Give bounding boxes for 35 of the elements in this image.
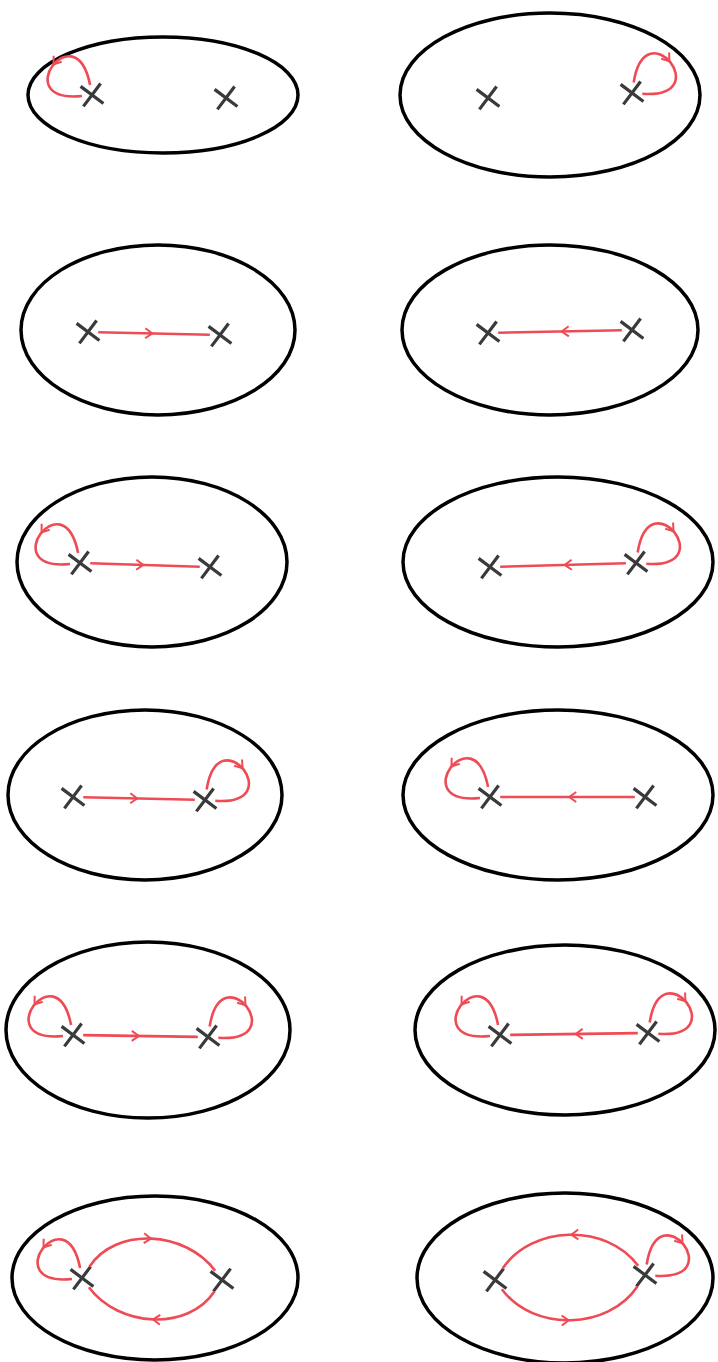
cross-mark <box>477 784 503 810</box>
ellipse <box>400 243 700 417</box>
cross-mark <box>213 85 239 111</box>
ellipse <box>401 708 715 882</box>
ellipse <box>4 940 292 1120</box>
cross-mark <box>197 554 223 580</box>
ellipse <box>19 243 297 417</box>
cross-mark <box>207 321 233 348</box>
cross-mark <box>69 1265 95 1291</box>
cross-mark <box>632 784 658 810</box>
ellipse <box>26 35 300 155</box>
cross-mark <box>60 1022 86 1048</box>
cross-mark <box>67 550 93 576</box>
cross-mark <box>475 319 501 346</box>
ellipse <box>6 708 284 882</box>
cross-mark <box>482 1267 508 1293</box>
cross-mark <box>79 82 105 108</box>
cross-mark <box>635 1020 661 1046</box>
cross-mark <box>619 316 645 343</box>
cross-mark <box>619 80 645 106</box>
cross-mark <box>632 1262 658 1288</box>
cross-mark <box>487 1022 513 1048</box>
ellipse <box>15 475 289 649</box>
ellipse <box>413 943 717 1117</box>
cross-mark <box>60 784 86 810</box>
ellipse <box>10 1194 300 1362</box>
cross-mark <box>623 550 649 576</box>
ellipse <box>401 475 715 649</box>
ellipse <box>398 11 702 179</box>
cross-mark <box>477 554 503 580</box>
cross-mark <box>195 1024 221 1050</box>
cross-mark <box>209 1267 235 1293</box>
cross-mark <box>75 318 101 345</box>
cross-mark <box>475 85 501 111</box>
cross-mark <box>192 787 218 813</box>
